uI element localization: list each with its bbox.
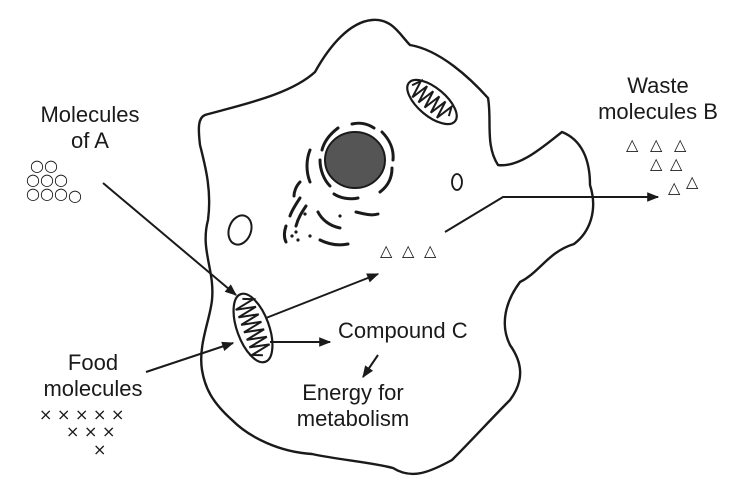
cross-icon: × (57, 405, 71, 424)
triangle-icon: △ (650, 135, 663, 154)
circle-icon: ○ (44, 156, 58, 175)
cross-icon: × (102, 422, 116, 441)
circle-icon: ○ (30, 156, 44, 175)
label-food-line2: molecules (43, 376, 143, 401)
triangle-icon: △ (686, 172, 699, 191)
ribosome-dots-icon (290, 212, 342, 242)
triangle-icon: △ (674, 135, 687, 154)
cross-icon: × (111, 405, 125, 424)
label-waste-line1: Waste (627, 73, 689, 98)
cross-icon: × (93, 405, 107, 424)
triangle-icon: △ (402, 241, 415, 260)
cross-icon: × (39, 405, 53, 424)
label-food-line1: Food (67, 350, 119, 375)
vacuole-icon (227, 214, 253, 246)
label-compound-c: Compound C (338, 318, 468, 343)
label-waste-line2: molecules B (598, 99, 718, 124)
label-food-molecules: Food molecules (26, 350, 160, 402)
circle-icon: ○ (54, 170, 68, 189)
label-molecules-of-a: Molecules of A (22, 102, 158, 154)
cross-icon: × (66, 422, 80, 441)
triangle-icon: △ (380, 241, 393, 260)
triangle-icon: △ (668, 178, 681, 197)
label-molecules-of-a-line1: Molecules (40, 102, 140, 127)
arrow-food-to-mitochondrion (145, 341, 235, 373)
cross-icon: × (75, 405, 89, 424)
circle-icon: ○ (54, 184, 68, 203)
small-vacuole-icon (451, 173, 463, 191)
endoplasmic-reticulum-icon (283, 121, 395, 247)
circle-icon: ○ (26, 184, 40, 203)
cross-icon: × (93, 440, 107, 459)
label-energy-for-metabolism: Energy for metabolism (278, 380, 428, 432)
triangle-icon: △ (424, 241, 437, 260)
cell-membrane-icon (197, 18, 595, 476)
circle-icon: ○ (26, 170, 40, 189)
label-molecules-of-a-line2: of A (71, 128, 109, 153)
triangle-icon: △ (670, 154, 683, 173)
circle-icon: ○ (40, 170, 54, 189)
arrow-mitochondrion-to-waste-in-cell (265, 273, 380, 319)
cross-icon: × (84, 422, 98, 441)
label-energy-line1: Energy for (302, 380, 404, 405)
nucleus-icon (324, 131, 386, 189)
circle-icon: ○ (68, 186, 82, 205)
label-waste-molecules-b: Waste molecules B (578, 73, 738, 125)
label-energy-line2: metabolism (296, 406, 410, 431)
arrow-molecules-a-to-mitochondrion (102, 182, 237, 296)
triangle-icon: △ (626, 135, 639, 154)
mitochondrion-top-icon (406, 78, 458, 126)
mitochondrion-bottom-icon (232, 292, 274, 364)
circle-icon: ○ (40, 184, 54, 203)
arrow-compound-c-to-energy (362, 354, 379, 378)
triangle-icon: △ (650, 154, 663, 173)
arrow-waste-out-of-cell (444, 192, 660, 233)
